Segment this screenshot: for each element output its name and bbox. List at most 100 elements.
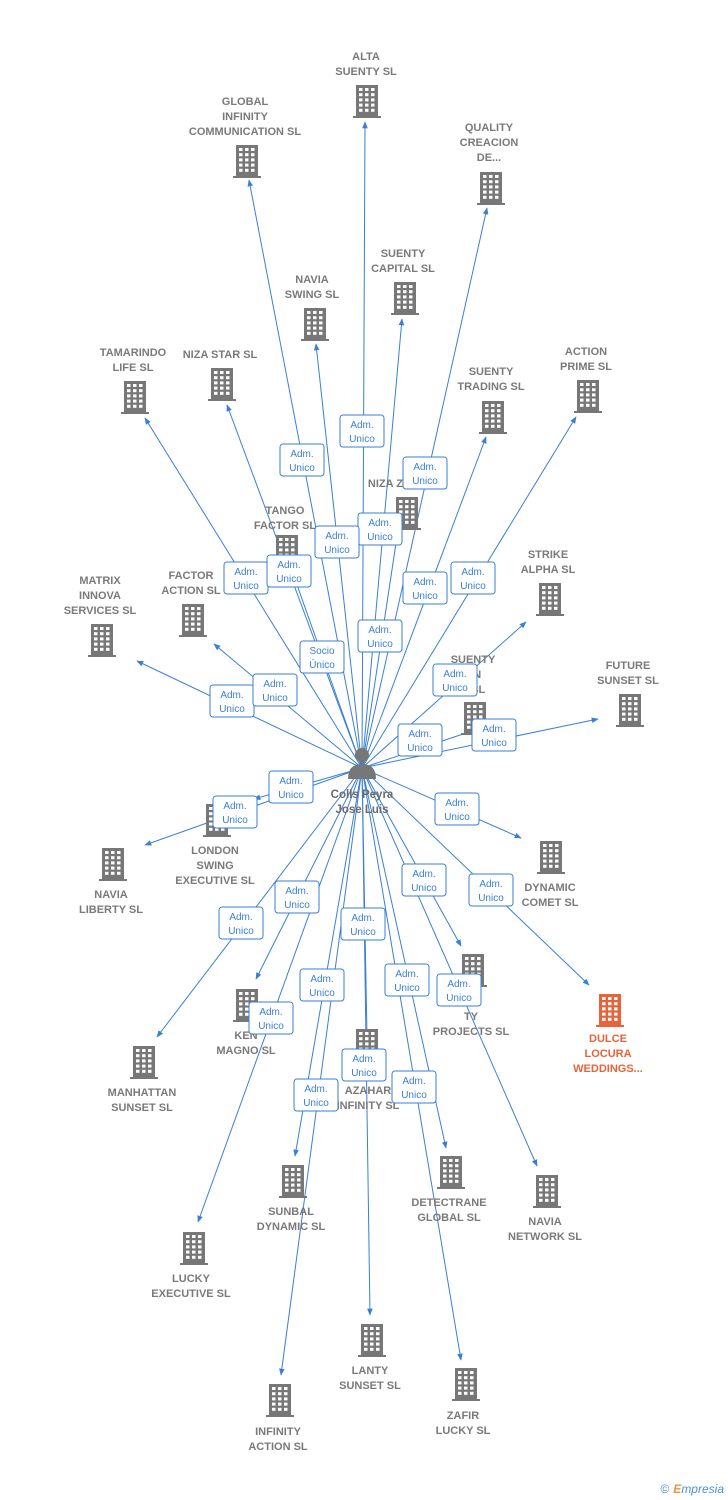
- company-node-azahar-infinity-sl[interactable]: AZAHAR INFINITY SL: [337, 1029, 400, 1112]
- company-label-line: PRIME SL: [560, 361, 612, 373]
- role-badge-text: Adm.: [395, 969, 418, 980]
- person-name-line: Jose Luis: [335, 804, 388, 816]
- building-icon: [437, 1156, 465, 1189]
- role-badge-text: Unico: [350, 927, 376, 938]
- company-label-line: INFINITY SL: [337, 1100, 400, 1112]
- building-icon: [208, 368, 236, 401]
- role-badge-text: Unico: [481, 738, 507, 749]
- role-badge-text: Unico: [219, 704, 245, 715]
- role-badge-text: Unico: [367, 639, 393, 650]
- person-name-line: Colls Peyra: [331, 789, 394, 801]
- building-icon: [301, 308, 329, 341]
- company-node-action-prime-sl[interactable]: ACTION PRIME SL: [560, 346, 612, 413]
- role-badge-navia-network-sl: Adm. Unico: [436, 973, 482, 1007]
- role-badge-text: Adm.: [263, 679, 286, 690]
- building-icon: [574, 380, 602, 413]
- building-icon: [233, 145, 261, 178]
- company-label-line: INFINITY: [255, 1426, 301, 1438]
- role-badge-text: Unico: [349, 434, 375, 445]
- company-label-line: SUNSET SL: [111, 1102, 173, 1114]
- company-label-line: DYNAMIC SL: [257, 1221, 326, 1233]
- company-label-line: ACTION SL: [248, 1441, 308, 1453]
- role-badge-alta-suenty-sl: Adm. Unico: [339, 414, 385, 448]
- building-icon: [477, 172, 505, 205]
- role-badge-text: Unico: [278, 790, 304, 801]
- role-badge-lucky-executive-sl: Adm.Unico: [248, 1001, 294, 1035]
- role-badge-text: Adm.: [351, 913, 374, 924]
- company-label-line: SWING SL: [285, 289, 340, 301]
- building-icon: [121, 381, 149, 414]
- role-badge-text: Unico: [446, 993, 472, 1004]
- company-label-line: ACTION: [565, 346, 607, 358]
- role-badge-text: Adm.: [277, 560, 300, 571]
- company-label-line: DE...: [477, 152, 501, 164]
- company-node-lanty-sunset-sl[interactable]: LANTY SUNSET SL: [339, 1324, 401, 1392]
- role-badge-matrix-innova-services-sl: Adm.Unico: [209, 684, 255, 718]
- edge-zafir-lucky-sl: [361, 767, 463, 1361]
- company-label-line: SWING: [196, 860, 233, 872]
- building-icon: [479, 401, 507, 434]
- company-label-line: LIBERTY SL: [79, 904, 143, 916]
- role-badge-azahar-infinity-sl: Adm. Unico: [340, 907, 386, 941]
- role-badge-text: Unico: [309, 988, 335, 999]
- role-badge-text: Unico: [442, 683, 468, 694]
- role-badge-niza-star-sl: Adm.Unico: [266, 554, 312, 588]
- role-badge-text: Adm.: [447, 979, 470, 990]
- company-node-niza-z[interactable]: NIZA Z...: [368, 478, 421, 530]
- role-badge-dynamic-comet-sl: Adm.Unico: [434, 792, 480, 826]
- company-label-line: INFINITY: [222, 111, 268, 123]
- building-icon: [391, 282, 419, 315]
- role-badge-text: Unico: [222, 815, 248, 826]
- company-label-line: LUCKY: [172, 1273, 211, 1285]
- copyright-symbol: ©: [660, 1482, 670, 1496]
- role-badge-text: Unico: [478, 893, 504, 904]
- role-badge-text: Único: [309, 658, 335, 671]
- company-node-infinity-action-sl[interactable]: INFINITY ACTION SL: [248, 1384, 308, 1453]
- edge-navia-network-sl: [361, 767, 538, 1167]
- role-badge-text: Unico: [262, 693, 288, 704]
- company-node-quality-creacion[interactable]: QUALITYCREACIONDE...: [460, 122, 519, 205]
- company-label-line: SUNSET SL: [339, 1380, 401, 1392]
- role-badge-navia-swing-sl: Adm.Unico: [314, 525, 360, 559]
- role-badge-zafir-lucky-sl: Adm.Unico: [391, 1070, 437, 1104]
- role-badge-text: Unico: [228, 926, 254, 937]
- company-label-line: SUENTY: [451, 654, 496, 666]
- role-badge-london-swing-executive-sl: Adm.Unico: [268, 770, 314, 804]
- role-badge-text: Adm.: [413, 577, 436, 588]
- building-icon: [279, 1165, 307, 1198]
- company-label-line: TY: [464, 1011, 479, 1023]
- edge-infinity-action-sl: [279, 767, 363, 1376]
- role-badge-text: Unico: [412, 591, 438, 602]
- company-node-niza-star-sl[interactable]: NIZA STAR SL: [183, 349, 258, 401]
- company-label-line: AZAHAR: [345, 1085, 391, 1097]
- company-label-line: MATRIX: [79, 575, 121, 587]
- building-icon: [533, 1175, 561, 1208]
- role-badge-text: Adm.: [350, 420, 373, 431]
- company-label-line: LANTY: [352, 1365, 389, 1377]
- company-node-dulce-locura-weddings[interactable]: DULCELOCURAWEDDINGS...: [573, 994, 643, 1075]
- role-badge-text: Adm.: [229, 912, 252, 923]
- role-badge-text: Adm.: [285, 886, 308, 897]
- footer-brand: ©Empresia: [660, 1482, 724, 1496]
- company-label-line: NAVIA: [528, 1216, 561, 1228]
- company-label-line: NIZA STAR SL: [183, 349, 258, 361]
